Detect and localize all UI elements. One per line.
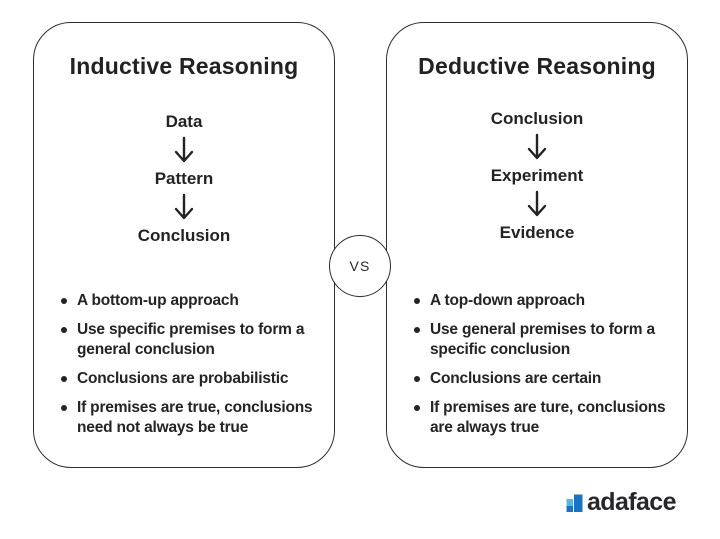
deductive-flow: Conclusion Experiment Evidence: [387, 109, 687, 242]
bullet-item: Conclusions are probabilistic: [61, 369, 326, 389]
inductive-bullet-list: A bottom-up approach Use specific premis…: [61, 291, 326, 447]
bullet-text: A bottom-up approach: [77, 292, 239, 309]
flow-step-label: Data: [165, 112, 203, 131]
down-arrow-icon: [527, 133, 547, 160]
bullet-dot: [414, 327, 420, 333]
bullet-text: If premises are ture, conclusions are al…: [430, 399, 666, 436]
bullet-item: Use general premises to form a specific …: [414, 320, 679, 360]
bullet-item: If premises are ture, conclusions are al…: [414, 398, 679, 438]
bullet-text: Use general premises to form a specific …: [430, 321, 655, 358]
down-arrow-icon: [527, 190, 547, 217]
flow-step-label: Evidence: [499, 223, 575, 242]
bullet-dot: [61, 298, 67, 304]
vs-badge: VS: [329, 235, 391, 297]
bullet-item: A top-down approach: [414, 291, 679, 311]
bullet-text: Conclusions are certain: [430, 370, 602, 387]
bullet-item: A bottom-up approach: [61, 291, 326, 311]
deductive-title: Deductive Reasoning: [418, 53, 656, 79]
flow-step-label: Conclusion: [490, 109, 584, 128]
adaface-logo-text: adaface: [587, 488, 677, 516]
bullet-text: Conclusions are probabilistic: [77, 370, 289, 387]
bullet-dot: [414, 405, 420, 411]
bullet-text: If premises are true, conclusions need n…: [77, 399, 313, 436]
bullet-item: If premises are true, conclusions need n…: [61, 398, 326, 438]
bullet-item: Conclusions are certain: [414, 369, 679, 389]
down-arrow-icon: [174, 193, 194, 220]
flow-step-label: Pattern: [154, 169, 214, 188]
inductive-flow: Data Pattern Conclusion: [34, 112, 334, 245]
adaface-logo: adaface: [566, 488, 677, 516]
bullet-dot: [414, 298, 420, 304]
bullet-dot: [61, 405, 67, 411]
flow-step-label: Experiment: [490, 166, 584, 185]
bullet-text: Use specific premises to form a general …: [77, 321, 305, 358]
bullet-dot: [414, 376, 420, 382]
bullet-dot: [61, 327, 67, 333]
down-arrow-icon: [174, 136, 194, 163]
bullet-text: A top-down approach: [430, 292, 585, 309]
bullet-dot: [61, 376, 67, 382]
deductive-bullet-list: A top-down approach Use general premises…: [414, 291, 679, 447]
flow-step-label: Conclusion: [137, 226, 231, 245]
adaface-logo-icon: [566, 494, 583, 512]
inductive-panel: Inductive Reasoning Data Pattern Conclus…: [33, 22, 335, 468]
bullet-item: Use specific premises to form a general …: [61, 320, 326, 360]
inductive-title: Inductive Reasoning: [69, 53, 299, 79]
vs-label: VS: [349, 258, 371, 274]
deductive-panel: Deductive Reasoning Conclusion Experimen…: [386, 22, 688, 468]
